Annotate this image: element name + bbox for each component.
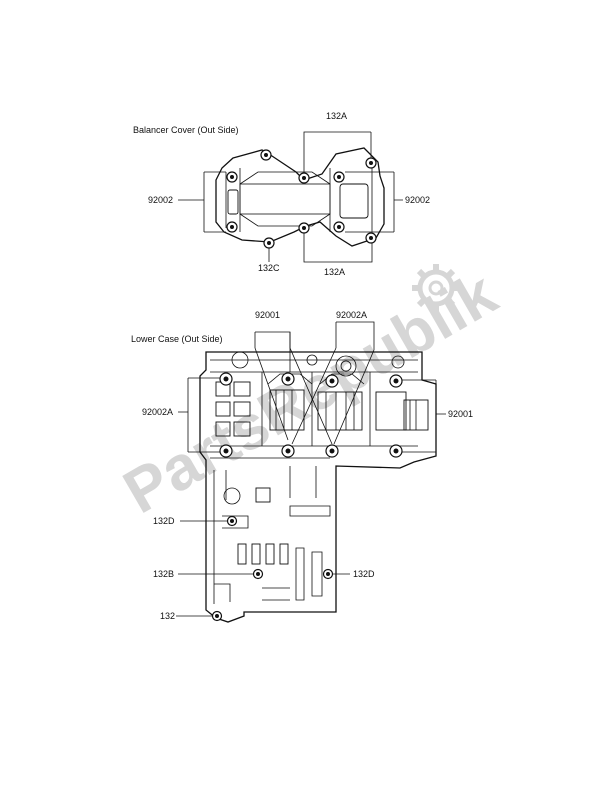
bolt — [298, 222, 310, 234]
bolt — [263, 237, 275, 249]
bolt — [333, 221, 345, 233]
label-132C: 132C — [258, 263, 280, 273]
bolt — [365, 157, 377, 169]
label-92002-left: 92002 — [148, 195, 173, 205]
bolt — [281, 372, 295, 386]
bolt — [298, 172, 310, 184]
bolt — [226, 221, 238, 233]
label-92002A-left: 92002A — [142, 407, 173, 417]
label-92002A-top: 92002A — [336, 310, 367, 320]
bolt — [226, 171, 238, 183]
label-132B: 132B — [153, 569, 174, 579]
gear-icon — [412, 264, 460, 312]
bolt — [333, 171, 345, 183]
bolt — [389, 444, 403, 458]
label-132: 132 — [160, 611, 175, 621]
lower-case: Lower Case (Out Side) — [131, 310, 473, 623]
label-92002-right: 92002 — [405, 195, 430, 205]
bolt — [260, 149, 272, 161]
bolt — [322, 568, 334, 580]
label-132A-bottom: 132A — [324, 267, 345, 277]
bolt — [219, 372, 233, 386]
bolt — [281, 444, 295, 458]
label-132D-lower: 132D — [353, 569, 375, 579]
bolt — [219, 444, 233, 458]
balancer-cover: Balancer Cover (Out Side) 132A 92002 920… — [133, 111, 430, 277]
bolt — [389, 374, 403, 388]
balancer-cover-title: Balancer Cover (Out Side) — [133, 125, 239, 135]
label-92001-top: 92001 — [255, 310, 280, 320]
label-132D-upper: 132D — [153, 516, 175, 526]
lower-case-title: Lower Case (Out Side) — [131, 334, 223, 344]
bolt — [365, 232, 377, 244]
bolt — [211, 610, 223, 622]
bolt — [226, 515, 238, 527]
label-132A-top: 132A — [326, 111, 347, 121]
bolt — [325, 374, 339, 388]
watermark: PartsRepublik — [113, 259, 509, 527]
bolt — [325, 444, 339, 458]
label-92001-right: 92001 — [448, 409, 473, 419]
bolt — [252, 568, 264, 580]
